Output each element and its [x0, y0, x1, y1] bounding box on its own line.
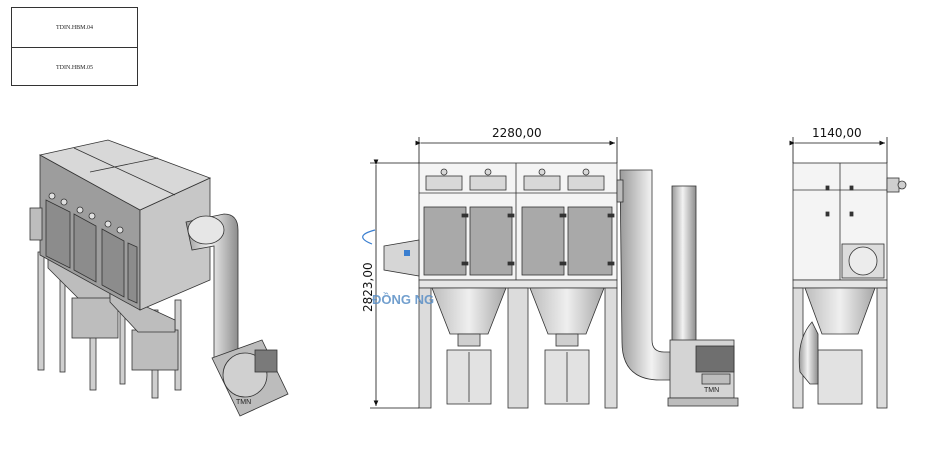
front-hopper-left — [431, 287, 507, 335]
front-view: TMN — [362, 137, 739, 409]
side-view — [789, 137, 907, 409]
front-fan: TMN — [667, 339, 739, 407]
watermark-text: ĐỒNG NG — [372, 292, 434, 307]
front-hopper-right — [529, 287, 605, 335]
front-pulse-valves — [425, 168, 605, 191]
side-valve — [886, 177, 907, 193]
iso-roof — [38, 139, 212, 211]
front-width-dimension: 2280,00 — [492, 126, 542, 140]
iso-pulse-valves — [48, 192, 124, 234]
side-bin — [817, 349, 863, 405]
front-inlet — [383, 239, 420, 277]
iso-fan: TMN — [211, 339, 289, 417]
iso-outlet-duct — [185, 213, 239, 363]
title-block-row-1: TDIN.HBM.04 — [56, 24, 93, 31]
side-width-dimension: 1140,00 — [812, 126, 862, 140]
isometric-view: TMN — [29, 139, 289, 417]
title-block: TDIN.HBM.04 TDIN.HBM.05 — [11, 7, 138, 86]
front-legs — [418, 287, 618, 409]
iso-inlet-duct — [29, 207, 43, 241]
height-dimension: 2823,00 — [361, 262, 375, 312]
front-filter-doors — [423, 206, 613, 276]
front-fan-logo: TMN — [704, 387, 719, 394]
iso-fan-logo: TMN — [236, 399, 251, 406]
front-exhaust-stack — [671, 185, 697, 347]
iso-doors — [45, 199, 138, 304]
title-block-row-2: TDIN.HBM.05 — [12, 47, 137, 87]
side-hopper — [804, 287, 876, 335]
